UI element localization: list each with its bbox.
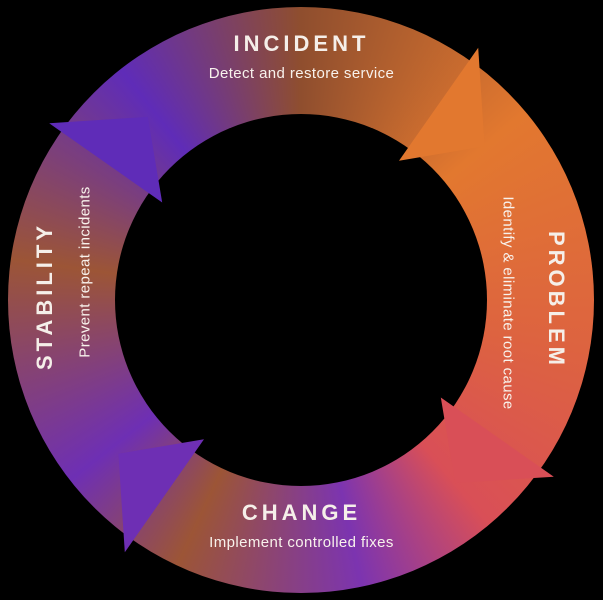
stage-change: CHANGE Implement controlled fixes (0, 500, 603, 551)
stage-desc-change: Implement controlled fixes (209, 534, 394, 551)
stage-incident: INCIDENT Detect and restore service (0, 31, 603, 82)
stage-desc-problem: Identify & eliminate root cause (499, 196, 517, 410)
inner-circle (115, 114, 487, 486)
stage-desc-stability: Prevent repeat incidents (76, 186, 94, 358)
stage-title-incident: INCIDENT (233, 31, 370, 56)
stage-title-problem: PROBLEM (544, 231, 569, 369)
stage-desc-incident: Detect and restore service (208, 65, 395, 82)
stage-title-change: CHANGE (241, 500, 362, 525)
stage-title-stability: STABILITY (32, 221, 57, 371)
